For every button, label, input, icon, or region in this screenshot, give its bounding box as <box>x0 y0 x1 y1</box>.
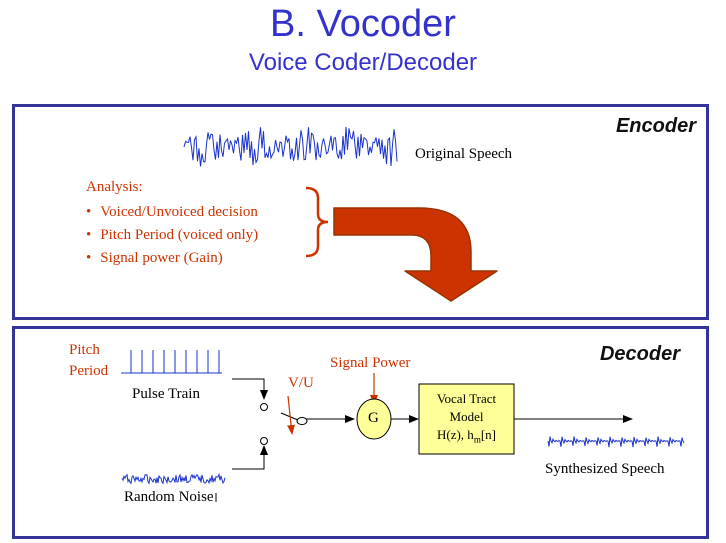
pitch-label-line2: Period <box>69 363 109 379</box>
pitch-label-line1: Pitch <box>69 342 100 358</box>
signal-wires <box>215 378 633 502</box>
vocal-tract-func: H(z), hm[n] <box>419 426 514 449</box>
random-noise-label: Random Noise <box>124 489 214 505</box>
vocal-tract-box <box>418 383 515 455</box>
analysis-item: Voiced/Unvoiced decision <box>86 201 258 224</box>
original-speech-label: Original Speech <box>415 146 513 162</box>
random-noise-waveform <box>121 472 226 485</box>
pulse-train-icon <box>121 350 222 374</box>
vocal-tract-func-text: H(z), h <box>436 427 474 442</box>
encoder-title: Encoder <box>615 115 696 137</box>
vocal-tract-func-sub: m <box>473 434 481 445</box>
analysis-item: Signal power (Gain) <box>86 247 258 270</box>
analysis-item: Pitch Period (voiced only) <box>86 224 258 247</box>
brace-icon <box>305 186 329 258</box>
original-speech-waveform <box>183 126 398 167</box>
synthesized-speech-label: Synthesized Speech <box>545 461 665 477</box>
analysis-heading: Analysis: <box>86 179 143 195</box>
gain-node <box>356 398 392 440</box>
vu-label: V/U <box>288 375 314 391</box>
curved-arrow-icon <box>333 207 498 302</box>
vocal-tract-line2: Model <box>449 409 484 424</box>
decoder-title: Decoder <box>599 343 680 365</box>
analysis-list: Voiced/Unvoiced decision Pitch Period (v… <box>86 201 258 270</box>
synthesized-speech-waveform <box>547 436 685 448</box>
page-title: B. Vocoder <box>270 3 456 45</box>
encoder-panel: Encoder Original Speech Analysis: Voiced… <box>12 104 709 320</box>
gain-label: G <box>368 410 379 426</box>
pulse-train-label: Pulse Train <box>132 386 200 402</box>
vu-switch[interactable] <box>260 403 308 445</box>
signal-power-label: Signal Power <box>330 355 411 371</box>
vocal-tract-line1: Vocal Tract <box>436 391 497 406</box>
vocal-tract-func-arg: [n] <box>480 427 496 442</box>
vu-control-arrow <box>287 395 296 435</box>
decoder-panel: Decoder <box>12 326 709 539</box>
page-subtitle: Voice Coder/Decoder <box>248 49 478 76</box>
vocal-tract-text: Vocal Tract Model H(z), hm[n] <box>419 390 514 449</box>
